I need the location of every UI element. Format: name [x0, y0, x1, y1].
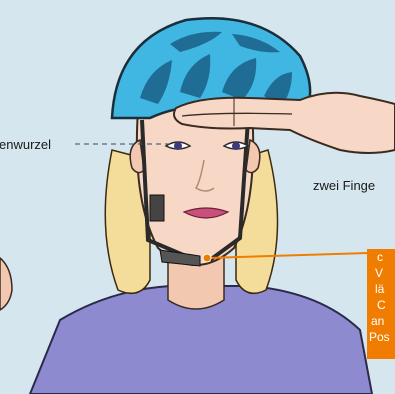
nose-root-label: enwurzel [0, 137, 51, 152]
callout-line: V [367, 265, 395, 281]
callout-box: c V lä C an Pos [367, 249, 395, 359]
callout-line: c [367, 249, 395, 265]
buckle-marker [203, 254, 211, 262]
callout-line: lä [367, 281, 395, 297]
two-fingers-label: zwei Finge [313, 178, 375, 193]
callout-line: C [367, 297, 395, 313]
strap-divider-left [150, 195, 164, 221]
callout-line: an [367, 313, 395, 329]
callout-line: Pos [367, 329, 395, 345]
pupil-right [232, 142, 240, 150]
pupil-left [174, 142, 182, 150]
